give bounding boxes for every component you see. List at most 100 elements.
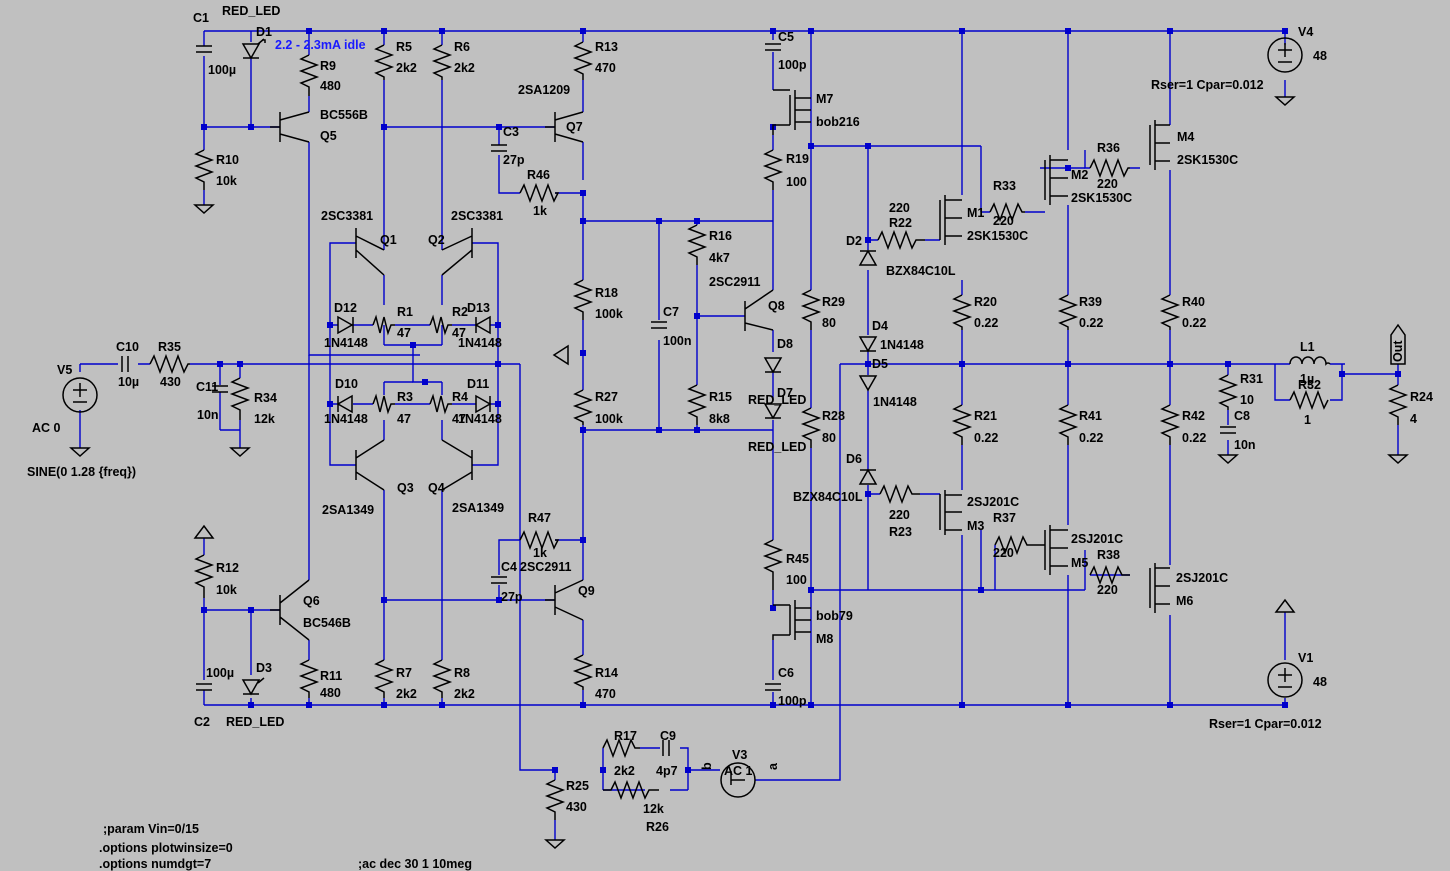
capacitor-c8 <box>1220 426 1236 434</box>
voltage-source-v5 <box>62 377 98 413</box>
directive-param: ;param Vin=0/15 <box>103 822 199 836</box>
label-q5: Q5 <box>320 129 337 143</box>
diode-d4 <box>858 336 878 353</box>
label-r41: R41 <box>1079 409 1102 423</box>
voltage-source-v1 <box>1267 662 1303 698</box>
bjt-q4 <box>441 439 473 491</box>
label-r26-value: 12k <box>643 802 664 816</box>
label-r17: R17 <box>614 729 637 743</box>
label-v1: V1 <box>1298 651 1313 665</box>
label-r4: R4 <box>452 390 468 404</box>
label-r36-value: 220 <box>1097 177 1118 191</box>
label-r41-value: 0.22 <box>1079 431 1103 445</box>
diode-d11 <box>475 394 492 414</box>
diode-d5 <box>858 375 878 392</box>
resistor-r23 <box>879 483 920 505</box>
label-q8-type: 2SC2911 <box>709 275 760 289</box>
label-c2-value: 100µ <box>206 666 234 680</box>
resistor-r28 <box>800 407 822 448</box>
wire-net <box>79 30 1399 840</box>
label-r34: R34 <box>254 391 277 405</box>
resistor-r25 <box>544 779 566 820</box>
label-r2-value: 47 <box>452 326 466 340</box>
capacitor-c2 <box>196 683 212 691</box>
label-r31: R31 <box>1240 372 1263 386</box>
junction-dots <box>201 28 1401 773</box>
label-r46: R46 <box>527 168 550 182</box>
label-r34-value: 12k <box>254 412 275 426</box>
resistor-r33 <box>989 201 1025 223</box>
label-q2-type: 2SC3381 <box>451 209 503 223</box>
label-d10: D10 <box>335 377 358 391</box>
label-r28: R28 <box>822 409 845 423</box>
label-c8-value: 10n <box>1234 438 1256 452</box>
voltage-source-v4 <box>1267 37 1303 73</box>
label-c6-value: 100p <box>778 694 807 708</box>
label-c11: C11 <box>196 380 218 394</box>
label-node-a: a <box>766 762 780 770</box>
label-l1: L1 <box>1300 340 1315 354</box>
label-r1-value: 47 <box>397 326 411 340</box>
bjt-q1 <box>355 228 385 276</box>
label-red-led-2: RED_LED <box>748 440 806 454</box>
label-m2-type: 2SK1530C <box>1071 191 1132 205</box>
label-d13-type: 1N4148 <box>458 336 502 350</box>
label-r25: R25 <box>566 779 589 793</box>
resistor-r45 <box>762 539 784 590</box>
label-m8: M8 <box>816 632 833 646</box>
capacitor-c4 <box>491 576 507 584</box>
label-c5: C5 <box>778 30 794 44</box>
label-sine: SINE(0 1.28 {freq}) <box>27 465 136 479</box>
resistor-r16 <box>686 224 708 265</box>
label-r27-value: 100k <box>595 412 623 426</box>
inductor-l1 <box>1289 356 1331 366</box>
label-rser-top: Rser=1 Cpar=0.012 <box>1151 78 1264 92</box>
capacitor-c6 <box>765 683 781 691</box>
components <box>62 37 1409 850</box>
label-d2: D2 <box>846 234 862 248</box>
label-d12-type: 1N4148 <box>324 336 368 350</box>
label-d4-type: 1N4148 <box>880 338 924 352</box>
label-q9-type: 2SC2911 <box>520 560 571 574</box>
label-r25-value: 430 <box>566 800 587 814</box>
label-r12: R12 <box>216 561 239 575</box>
label-r7-value: 2k2 <box>396 687 417 701</box>
label-c1: C1 <box>193 11 209 25</box>
label-d6: D6 <box>846 452 862 466</box>
label-m5: M5 <box>1071 556 1088 570</box>
capacitor-c5 <box>765 43 781 51</box>
resistor-r22 <box>877 229 925 251</box>
label-m3-type: 2SJ201C <box>967 495 1019 509</box>
bjt-q2 <box>441 228 473 276</box>
resistor-r32 <box>1289 389 1329 411</box>
label-r32-value: 1 <box>1304 413 1311 427</box>
label-c6: C6 <box>778 666 794 680</box>
label-q1-type: 2SC3381 <box>321 209 373 223</box>
resistor-r13 <box>572 41 594 80</box>
label-r38: R38 <box>1097 548 1120 562</box>
label-c10-value: 10µ <box>118 375 139 389</box>
resistor-r8 <box>431 659 453 698</box>
resistor-r46 <box>519 182 560 204</box>
voltage-source-v3 <box>720 762 756 798</box>
resistor-r39 <box>1057 294 1079 330</box>
label-r46-value: 1k <box>533 204 547 218</box>
label-r16: R16 <box>709 229 732 243</box>
resistor-r37 <box>994 534 1045 556</box>
diode-d13 <box>474 315 491 335</box>
label-c3-value: 27p <box>503 153 525 167</box>
label-q7-type: 2SA1209 <box>518 83 570 97</box>
label-bzx-1: BZX84C10L <box>886 264 956 278</box>
label-idle-note: 2.2 - 2.3mA idle <box>275 38 366 52</box>
diode-d2 <box>858 249 878 266</box>
label-r15-value: 8k8 <box>709 412 730 426</box>
bjt-q5 <box>270 111 310 143</box>
label-c10: C10 <box>116 340 139 354</box>
capacitor-c10 <box>121 356 129 372</box>
label-r11: R11 <box>320 669 342 683</box>
label-r29: R29 <box>822 295 845 309</box>
label-r5-value: 2k2 <box>396 61 417 75</box>
label-d3: D3 <box>256 661 272 675</box>
label-c11-value: 10n <box>197 408 219 422</box>
